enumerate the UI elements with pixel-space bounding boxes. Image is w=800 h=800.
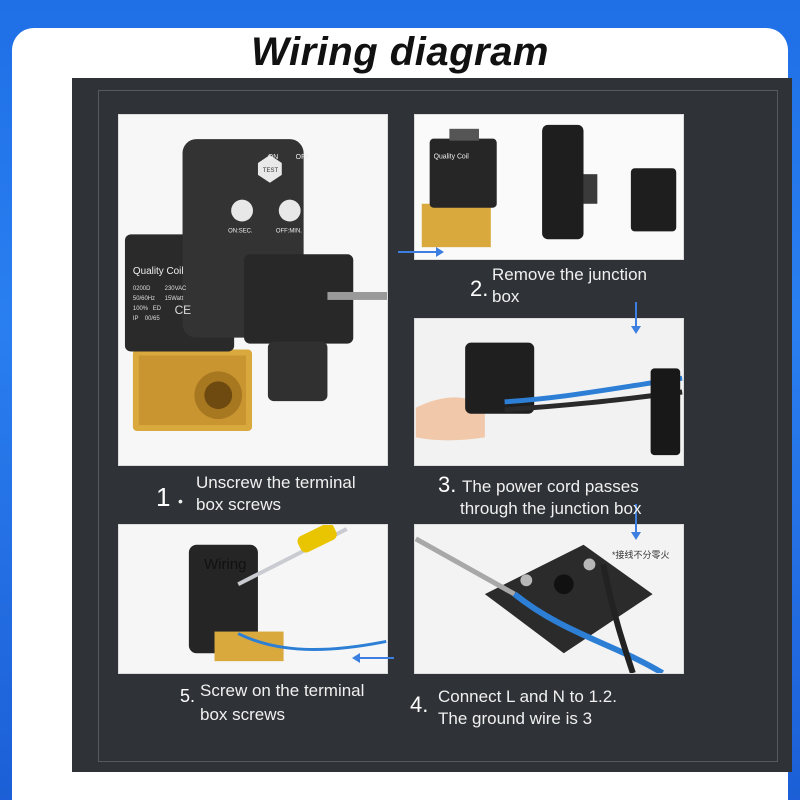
arrow-left-4-to-5 [352, 653, 394, 663]
chinese-note: *接线不分零火 [612, 550, 670, 560]
step-1-line-2: box screws [196, 495, 282, 514]
terminal-block-illustration [415, 525, 683, 673]
cord-connector-illustration [415, 319, 683, 465]
coil-freq: 50/60Hz [133, 296, 155, 302]
step-4-line-2: The ground wire is 3 [438, 709, 593, 728]
coil-ed: ED [153, 306, 161, 312]
photo-step-4-photo [414, 524, 684, 674]
step-5-line-2: box screws [200, 705, 286, 724]
step-3-number: 3. [438, 472, 457, 497]
arrow-down-3-to-4 [631, 504, 641, 540]
on-label: ON [268, 154, 278, 161]
step-4-number: 4. [410, 692, 429, 717]
inner-frame [98, 90, 778, 762]
step-5-line-1: Screw on the terminal [200, 681, 365, 700]
arrow-down-2-to-3 [631, 302, 641, 334]
coil-model: 0200D [133, 286, 151, 292]
step-5-number: 5. [180, 686, 196, 706]
step-2-line-1: Remove the junction [492, 265, 647, 284]
test-label: TEST [263, 168, 279, 174]
photo-step-5-photo [118, 524, 388, 674]
step-3-line-2: through the junction box [460, 499, 642, 518]
coil-ip-val: 00/65 [145, 316, 161, 322]
step-1-bullet: • [178, 493, 183, 509]
photo-step-3 [414, 318, 684, 466]
step-2-line-2: box [492, 287, 520, 306]
svg-text:Quality Coil: Quality Coil [434, 153, 470, 160]
step-3-line-1: The power cord passes [462, 477, 639, 496]
page-title: Wiring diagram [251, 30, 549, 74]
wiring-label: Wiring [204, 556, 247, 573]
coil-brand: Quality Coil [133, 266, 184, 277]
photo-step-2: Quality Coil [414, 114, 684, 260]
step-4-line-1: Connect L and N to 1.2. [438, 687, 617, 706]
off-label: OFF [296, 154, 310, 161]
step-1-line-1: Unscrew the terminal [196, 473, 356, 492]
step-2-number: 2. [470, 276, 489, 301]
components-illustration: Quality Coil [415, 115, 683, 259]
on-sec-label: ON:SEC. [228, 228, 253, 234]
off-min-label: OFF:MIN. [276, 228, 302, 234]
photo-step-1: ON OFF TEST ON:SEC. OFF:MIN. Quality Coi… [118, 114, 388, 466]
timer-valve-illustration: ON OFF TEST ON:SEC. OFF:MIN. Quality Coi… [119, 115, 387, 465]
coil-ip: IP [133, 316, 139, 322]
screw-on-illustration [119, 525, 387, 673]
arrow-right-1-to-2 [398, 247, 444, 257]
coil-duty: 100% [133, 306, 149, 312]
ce-mark: CE [175, 303, 192, 317]
coil-watt: 15Watt [165, 296, 184, 302]
coil-voltage: 230VAC [165, 286, 187, 292]
step-1-number: 1 [156, 482, 171, 512]
